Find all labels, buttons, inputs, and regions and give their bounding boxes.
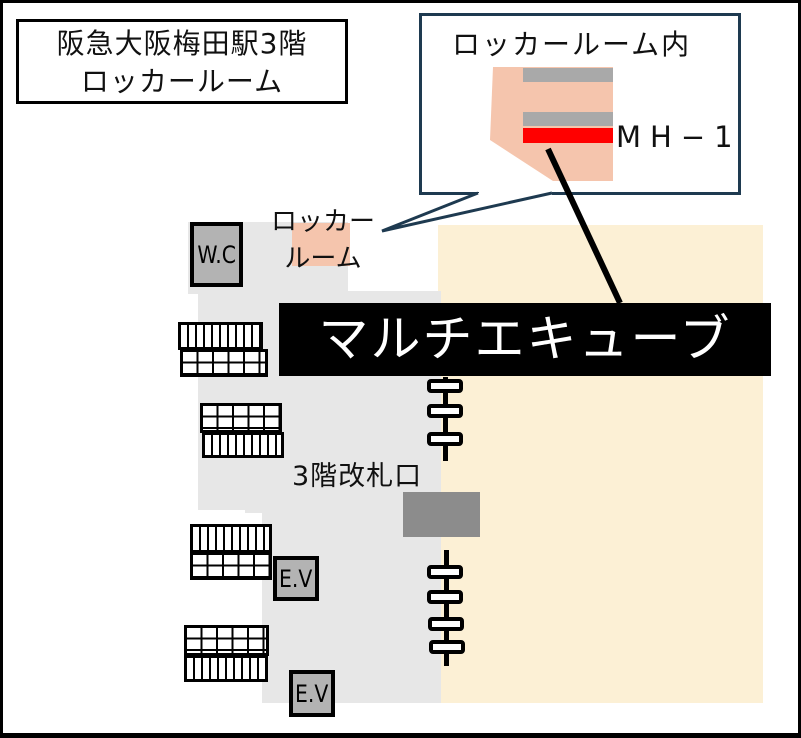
locker-room-area	[292, 223, 350, 266]
inset-title: ロッカールーム内	[452, 28, 692, 61]
ticket-gate-icon	[403, 492, 480, 537]
locker-room-label: ロッカー ルーム	[263, 204, 383, 278]
escalator-icon	[427, 404, 463, 418]
escalator-icon	[427, 565, 463, 579]
wc-label: W.C	[197, 240, 236, 269]
elevator-label: E.V	[279, 564, 313, 593]
ticket-gate-label: 3階改札口	[292, 461, 423, 492]
wc-box: W.C	[190, 222, 243, 287]
multi-ecube-banner: マルチエキューブ	[279, 303, 771, 376]
escalator-icon	[427, 379, 463, 393]
locker-id-label: MH−1	[616, 120, 742, 154]
escalator-icon	[444, 550, 449, 666]
locker-row-icon	[523, 112, 613, 126]
stairs-icon	[184, 625, 269, 656]
page-title-line2: ロッカールーム	[80, 65, 284, 98]
platform-area	[438, 225, 763, 703]
elevator-label: E.V	[295, 679, 329, 708]
stairs-icon	[178, 322, 263, 350]
escalator-icon	[429, 640, 465, 654]
stairs-icon	[180, 349, 268, 377]
escalator-icon	[427, 590, 463, 604]
elevator-box: E.V	[289, 670, 335, 717]
stairs-icon	[200, 403, 282, 433]
stairs-icon	[190, 552, 272, 580]
page-title-line1: 阪急大阪梅田駅3階	[56, 27, 308, 60]
locker-room-label-line2: ルーム	[284, 244, 362, 274]
highlighted-locker-icon	[523, 128, 613, 143]
elevator-box: E.V	[273, 556, 319, 601]
locker-room-label-line1: ロッカー	[270, 207, 375, 237]
escalator-icon	[428, 617, 464, 631]
stairs-icon	[184, 655, 268, 682]
locker-row-icon	[523, 68, 613, 82]
escalator-icon	[443, 377, 448, 461]
escalator-icon	[427, 432, 463, 446]
page-title: 阪急大阪梅田駅3階 ロッカールーム	[16, 19, 348, 104]
stairs-icon	[190, 524, 272, 553]
stairs-icon	[202, 432, 284, 458]
